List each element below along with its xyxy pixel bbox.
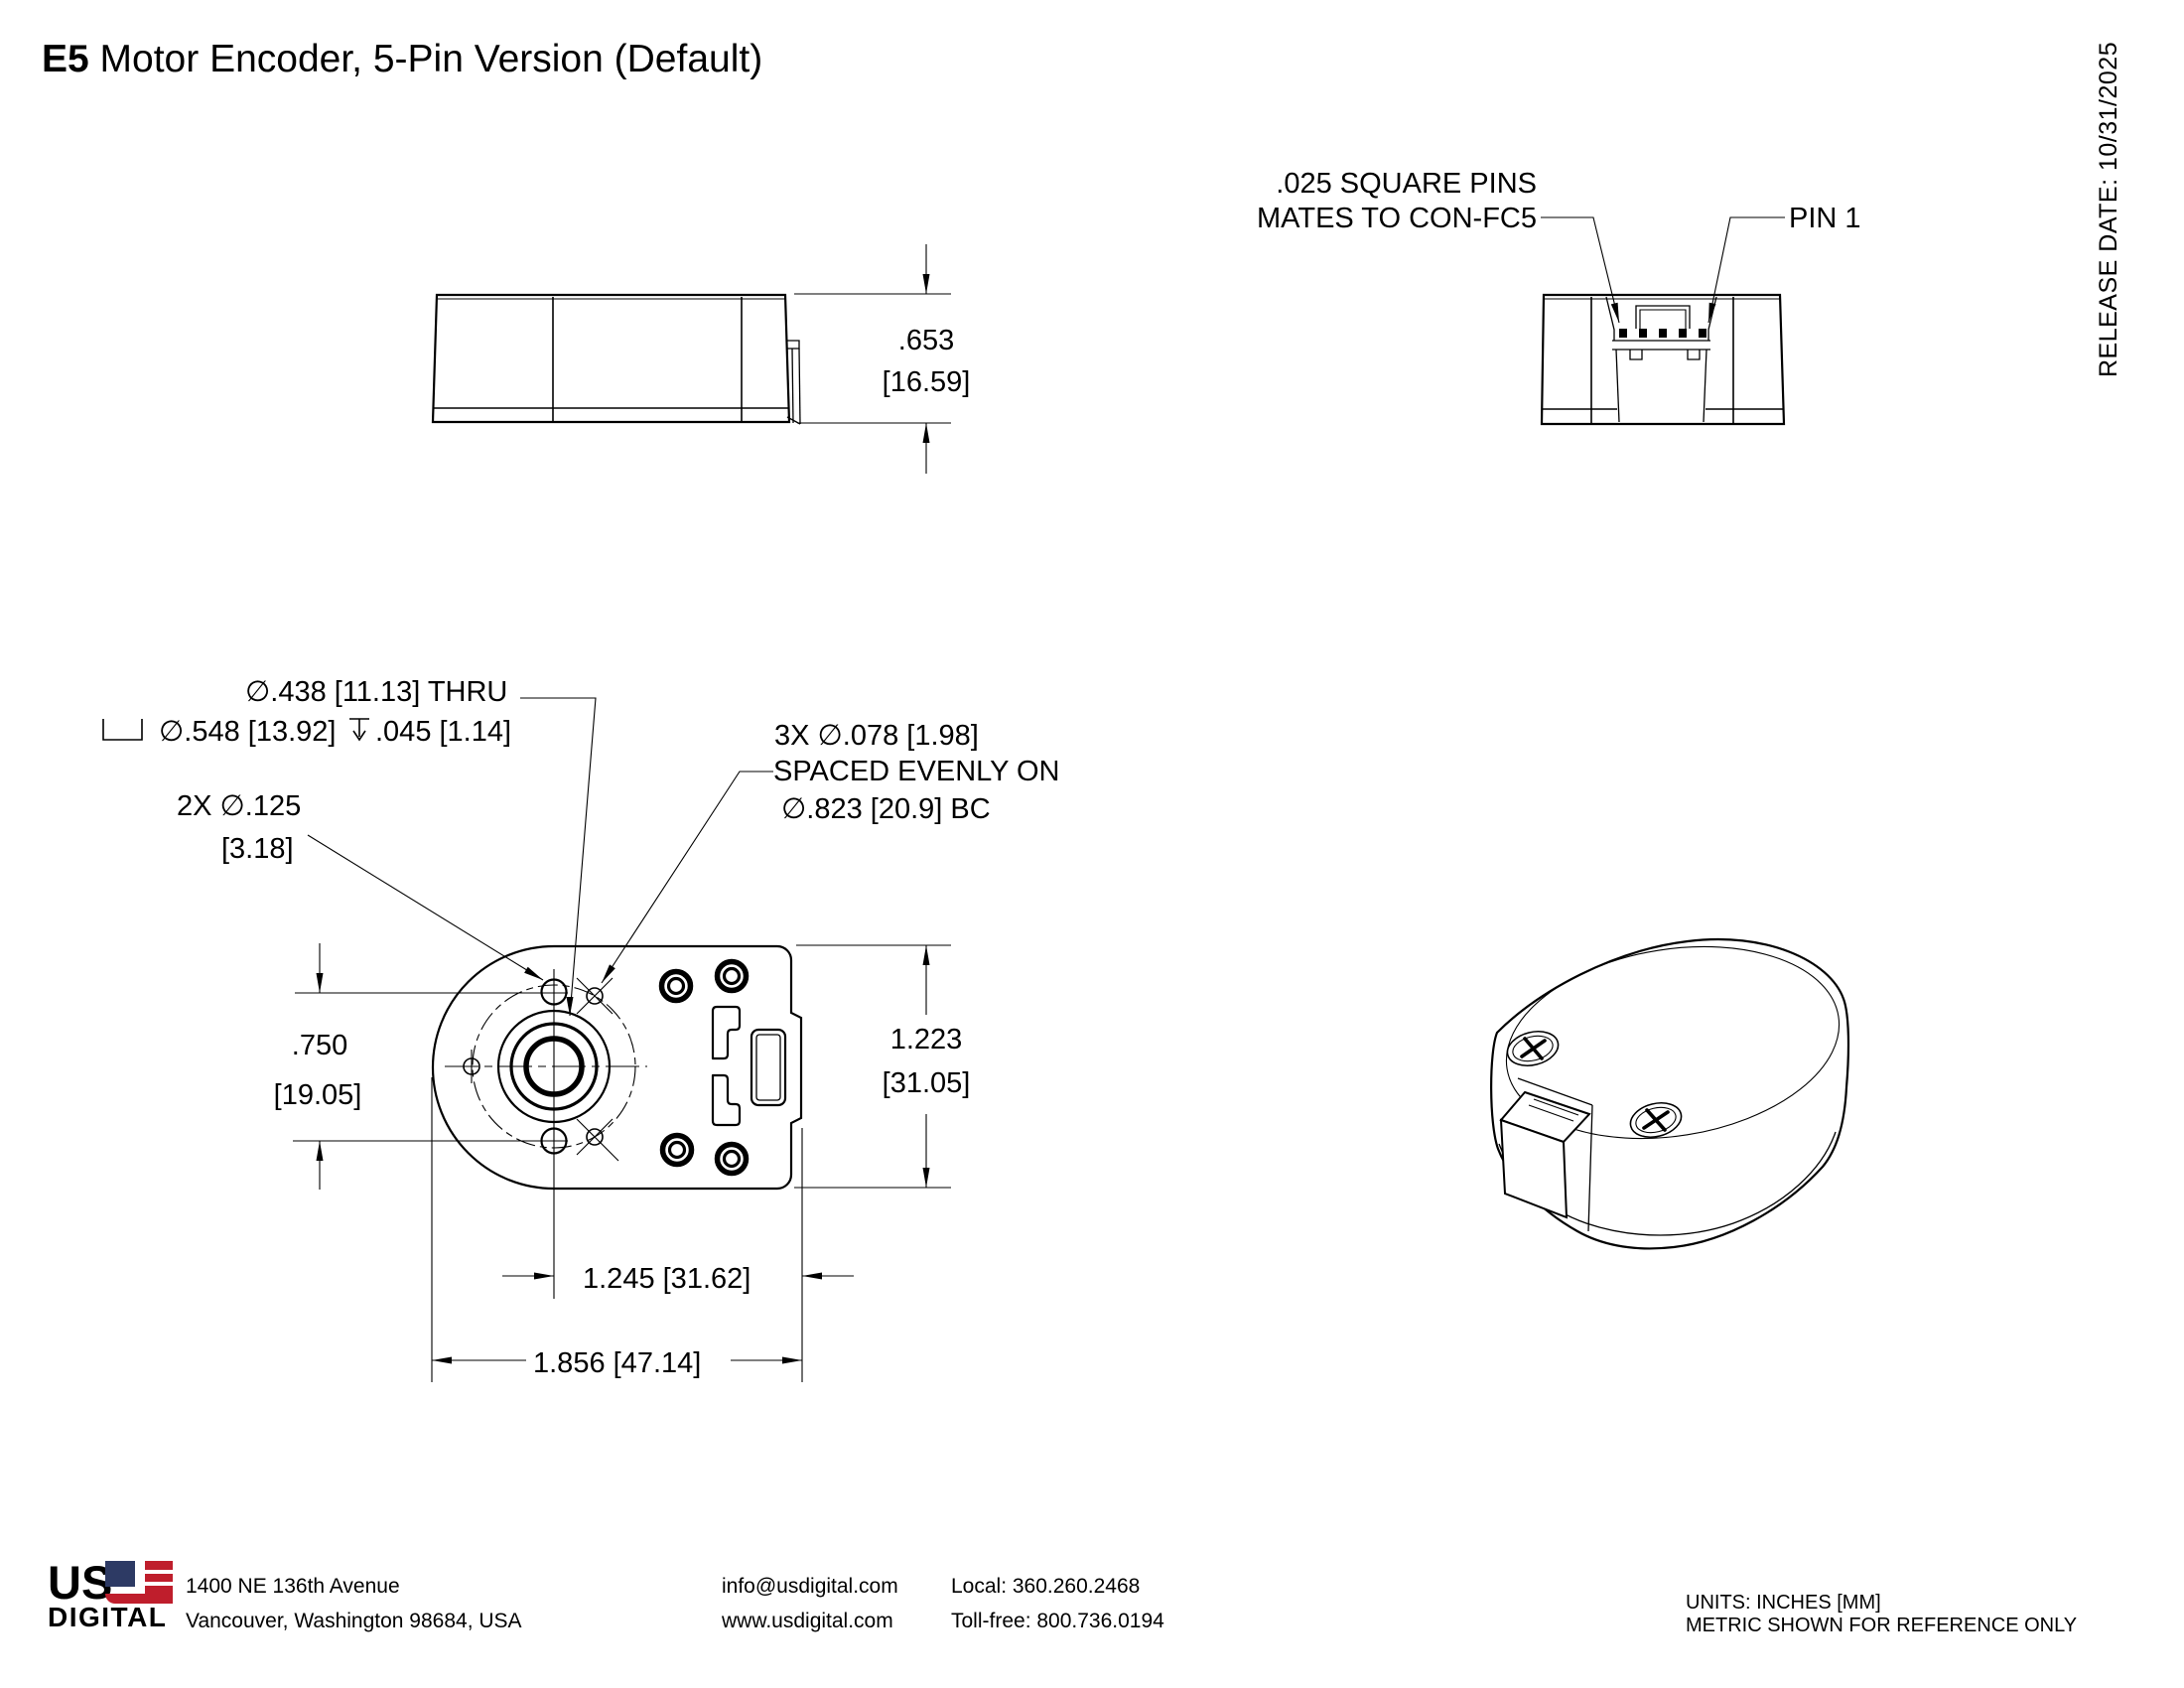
- holes2x-line1: 2X ∅.125: [177, 790, 301, 822]
- pin-view: [1540, 293, 1786, 426]
- title-model: E5: [42, 38, 89, 80]
- pins-note-line2: MATES TO CON-FC5: [1257, 203, 1537, 234]
- arrowhead: [566, 997, 574, 1016]
- phone-local: Local: 360.260.2468: [951, 1575, 1141, 1598]
- units-line1: UNITS: INCHES [MM]: [1686, 1592, 1881, 1614]
- pin1-label: PIN 1: [1789, 203, 1861, 234]
- pin-body-outline: [1540, 293, 1786, 426]
- dim-750: .750 [19.05]: [274, 943, 568, 1190]
- counterbore-circle: [496, 1009, 612, 1124]
- address-line1: 1400 NE 136th Avenue: [186, 1575, 400, 1598]
- holes3x-line3: ∅.823 [20.9] BC: [781, 793, 991, 825]
- square-pins: [1619, 329, 1706, 338]
- thru-callout: ∅.438 [11.13] THRU: [245, 676, 507, 708]
- dim-1856: 1.856 [47.14]: [431, 1077, 802, 1382]
- dim-1223-mm: [31.05]: [883, 1067, 971, 1099]
- dim-750-in: .750: [292, 1030, 347, 1061]
- dim-653-in: .653: [898, 325, 954, 356]
- iso-view: [1490, 937, 1850, 1250]
- holes2x-line2: [3.18]: [221, 833, 294, 865]
- hub-circle: [523, 1036, 585, 1097]
- iso-connector: [1499, 1077, 1593, 1232]
- arrowhead: [1610, 302, 1619, 323]
- depth-icon: [349, 718, 369, 742]
- logo-digital-text: DIGITAL: [48, 1602, 168, 1632]
- title-rest: Motor Encoder, 5-Pin Version (Default): [88, 38, 763, 80]
- side-height-dimension: .653 [16.59]: [794, 244, 970, 474]
- arrowhead: [602, 964, 615, 983]
- counterbore-icon: [102, 719, 143, 741]
- side-view: [431, 293, 801, 425]
- holes3x-leader: [601, 771, 773, 984]
- pin-labels: .025 SQUARE PINS MATES TO CON-FC5 PIN 1: [1257, 168, 1861, 324]
- bolt-circle-dashed: [472, 984, 636, 1149]
- logo-us-text: US: [48, 1556, 113, 1609]
- pins-note-line1: .025 SQUARE PINS: [1276, 168, 1537, 200]
- dim-1223: 1.223 [31.05]: [794, 944, 971, 1189]
- holes3x-line2: SPACED EVENLY ON: [773, 756, 1060, 787]
- front-body-outline: [431, 944, 803, 1191]
- front-view: [431, 944, 803, 1299]
- iso-screw-left: [1506, 1030, 1560, 1067]
- dim-1245: 1.245 [31.62]: [502, 1128, 854, 1382]
- dim-750-mm: [19.05]: [274, 1079, 362, 1111]
- footer-email[interactable]: info@usdigital.com: [722, 1575, 898, 1598]
- cbore-dia: ∅.548 [13.92]: [159, 716, 336, 748]
- units-line2: METRIC SHOWN FOR REFERENCE ONLY: [1686, 1615, 2078, 1636]
- thru-hole-circle: [509, 1022, 599, 1111]
- connector-slot: [750, 1028, 787, 1107]
- mounting-hole-top: [540, 978, 568, 1006]
- address-line2: Vancouver, Washington 98684, USA: [186, 1610, 522, 1632]
- case-screws: [658, 958, 750, 1177]
- dim-653-mm: [16.59]: [883, 366, 971, 398]
- cbore-depth: .045 [1.14]: [375, 716, 511, 748]
- page-title: E5 Motor Encoder, 5-Pin Version (Default…: [42, 38, 762, 81]
- side-body-outline: [431, 293, 791, 424]
- pin-cavity: [1605, 296, 1717, 423]
- arrowhead: [1708, 302, 1716, 323]
- footer-website[interactable]: www.usdigital.com: [722, 1610, 893, 1632]
- dim-1245-text: 1.245 [31.62]: [583, 1263, 751, 1295]
- thru-leader: [520, 697, 597, 1017]
- dim-1856-text: 1.856 [47.14]: [533, 1347, 701, 1379]
- release-date: RELEASE DATE: 10/31/2025: [2095, 41, 2122, 377]
- holes2x-leader: [307, 834, 544, 981]
- dim-1223-in: 1.223: [890, 1024, 963, 1055]
- pins-leader-line: [1541, 216, 1620, 324]
- iso-top-face-inner: [1505, 945, 1841, 1140]
- molded-notches: [711, 1005, 742, 1127]
- bc-holes: [463, 977, 619, 1162]
- holes3x-line1: 3X ∅.078 [1.98]: [774, 720, 979, 752]
- pin1-leader-line: [1707, 216, 1785, 324]
- arrowhead: [524, 966, 543, 980]
- front-dimensions: .750 [19.05] 1.223 [31.05] 1.245 [31.62]: [274, 943, 971, 1382]
- arrowhead: [922, 274, 930, 294]
- iso-screw-right: [1629, 1101, 1683, 1139]
- front-callouts: ∅.438 [11.13] THRU ∅.548 [13.92] .045 [1…: [102, 676, 1060, 1017]
- phone-tollfree: Toll-free: 800.736.0194: [951, 1610, 1164, 1632]
- arrowhead: [922, 423, 930, 443]
